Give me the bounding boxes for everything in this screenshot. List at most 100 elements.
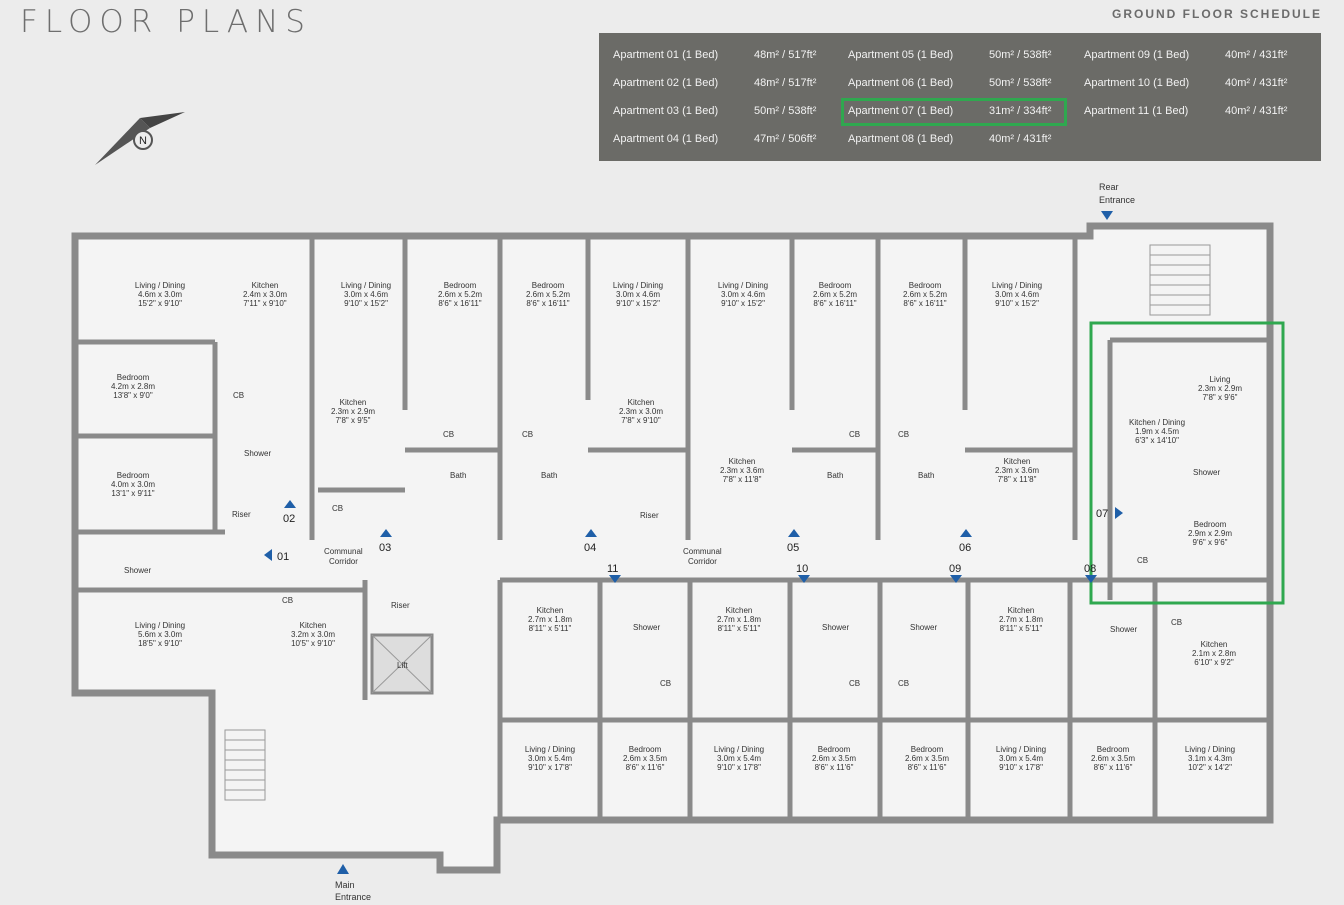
room-name: Bedroom	[1097, 745, 1130, 754]
room-dimension: 8'6" x 11'6"	[815, 763, 854, 772]
room-dimension: 3.0m x 5.4m	[999, 754, 1043, 763]
room-dimension: 7'8" x 9'6"	[1203, 393, 1238, 402]
schedule-apartment: Apartment 08 (1 Bed)	[848, 133, 954, 145]
room-name: Living / Dining	[135, 281, 185, 290]
room-dimension: 8'6" x 11'6"	[626, 763, 665, 772]
room-dimension: 9'10" x 15'2"	[721, 299, 765, 308]
shower-label: Shower	[1193, 468, 1220, 477]
room-dimension: 3.0m x 5.4m	[528, 754, 572, 763]
room-dimension: 2.4m x 3.0m	[243, 290, 287, 299]
room-dimension: 3.0m x 4.6m	[721, 290, 765, 299]
triangle-marker-icon	[950, 575, 962, 583]
bath-label: Bath	[827, 471, 843, 480]
room-dimension: 2.6m x 5.2m	[813, 290, 857, 299]
schedule-apartment: Apartment 10 (1 Bed)	[1084, 77, 1190, 89]
schedule-title: GROUND FLOOR SCHEDULE	[1112, 7, 1322, 21]
room-dimension: 2.3m x 2.9m	[1198, 384, 1242, 393]
room-dimension: 8'6" x 11'6"	[908, 763, 947, 772]
room-dimension: 2.3m x 2.9m	[331, 407, 375, 416]
room-name: Kitchen	[1004, 457, 1031, 466]
schedule-panel: Apartment 01 (1 Bed) 48m² / 517ft² Apart…	[599, 33, 1321, 161]
riser-label: Riser	[391, 601, 410, 610]
north-arrow-icon: N	[95, 112, 185, 165]
room-dimension: 3.2m x 3.0m	[291, 630, 335, 639]
schedule-size: 40m² / 431ft²	[1225, 49, 1288, 61]
room-dimension: 9'10" x 15'2"	[995, 299, 1039, 308]
room-name: Bedroom	[909, 281, 942, 290]
room-name: Living / Dining	[1185, 745, 1235, 754]
room-dimension: 2.6m x 3.5m	[812, 754, 856, 763]
room-name: Living	[1210, 375, 1231, 384]
apartment-markers: 01 02 03 04 05 06 07 08 09 10 11	[264, 500, 1123, 583]
schedule-size: 50m² / 538ft²	[989, 49, 1052, 61]
corridor-label: Communal	[683, 547, 722, 556]
schedule-size: 47m² / 506ft²	[754, 133, 817, 145]
room-name: Living / Dining	[525, 745, 575, 754]
corridor-label: Communal	[324, 547, 363, 556]
room-dimension: 7'8" x 9'10"	[621, 416, 661, 425]
room-name: Kitchen	[1008, 606, 1035, 615]
room-dimension: 4.0m x 3.0m	[111, 480, 155, 489]
apartment-number: 09	[949, 563, 961, 575]
room-name: Living / Dining	[996, 745, 1046, 754]
room-dimension: 4.6m x 3.0m	[138, 290, 182, 299]
bath-label: Bath	[450, 471, 466, 480]
page-title: FLOOR PLANS	[20, 4, 312, 40]
shower-label: Shower	[633, 623, 660, 632]
cupboard-label: CB	[522, 430, 533, 439]
apartment-number: 03	[379, 542, 391, 554]
room-name: Kitchen	[628, 398, 655, 407]
apartment-number: 05	[787, 542, 799, 554]
room-dimension: 18'5" x 9'10"	[138, 639, 182, 648]
room-dimension: 7'8" x 9'5"	[336, 416, 371, 425]
room-name: Bedroom	[117, 471, 150, 480]
schedule-apartment: Apartment 09 (1 Bed)	[1084, 49, 1190, 61]
schedule-size: 50m² / 538ft²	[754, 105, 817, 117]
room-dimension: 9'10" x 17'8"	[999, 763, 1043, 772]
room-dimension: 2.6m x 5.2m	[438, 290, 482, 299]
cupboard-label: CB	[282, 596, 293, 605]
room-dimension: 8'6" x 16'11"	[438, 299, 481, 308]
room-dimension: 2.9m x 2.9m	[1188, 529, 1232, 538]
room-dimension: 2.6m x 5.2m	[903, 290, 947, 299]
room-name: Bedroom	[532, 281, 565, 290]
apartment-07-highlight	[1089, 321, 1285, 605]
rear-entrance-label: Entrance	[1099, 195, 1135, 205]
room-dimension: 2.1m x 2.8m	[1192, 649, 1236, 658]
apartment-number: 04	[584, 542, 596, 554]
fixture-labels: CB Shower Riser Shower CB Riser CB CB CB…	[124, 391, 1220, 688]
room-name: Kitchen	[726, 606, 753, 615]
schedule-size: 48m² / 517ft²	[754, 49, 817, 61]
room-name: Kitchen	[300, 621, 327, 630]
cupboard-label: CB	[332, 504, 343, 513]
apartment-number: 07	[1096, 508, 1108, 520]
room-dimension: 8'6" x 16'11"	[813, 299, 856, 308]
rear-entrance-label: Rear	[1099, 182, 1119, 192]
room-dimension: 8'11" x 5'11"	[1000, 624, 1043, 633]
shower-label: Shower	[244, 449, 271, 458]
triangle-marker-icon	[264, 549, 272, 561]
rear-entrance: Rear Entrance	[1099, 182, 1135, 220]
room-dimension: 9'10" x 17'8"	[528, 763, 572, 772]
cupboard-label: CB	[849, 679, 860, 688]
room-name: Bedroom	[629, 745, 662, 754]
main-entrance-label: Main	[335, 880, 355, 890]
room-name: Bedroom	[117, 373, 150, 382]
corridor-label: Corridor	[329, 557, 358, 566]
room-dimension: 2.6m x 5.2m	[526, 290, 570, 299]
room-dimension: 8'11" x 5'11"	[718, 624, 761, 633]
room-dimension: 2.7m x 1.8m	[999, 615, 1043, 624]
shower-label: Shower	[910, 623, 937, 632]
cupboard-label: CB	[660, 679, 671, 688]
schedule-size: 40m² / 431ft²	[1225, 105, 1288, 117]
shower-label: Shower	[124, 566, 151, 575]
triangle-marker-icon	[380, 529, 392, 537]
schedule-highlight-apartment-07	[841, 98, 1067, 126]
room-dimension: 3.0m x 4.6m	[616, 290, 660, 299]
interior-walls	[75, 236, 1270, 820]
room-dimension: 3.0m x 5.4m	[717, 754, 761, 763]
room-dimension: 5.6m x 3.0m	[138, 630, 182, 639]
bath-label: Bath	[918, 471, 934, 480]
cupboard-label: CB	[1171, 618, 1182, 627]
